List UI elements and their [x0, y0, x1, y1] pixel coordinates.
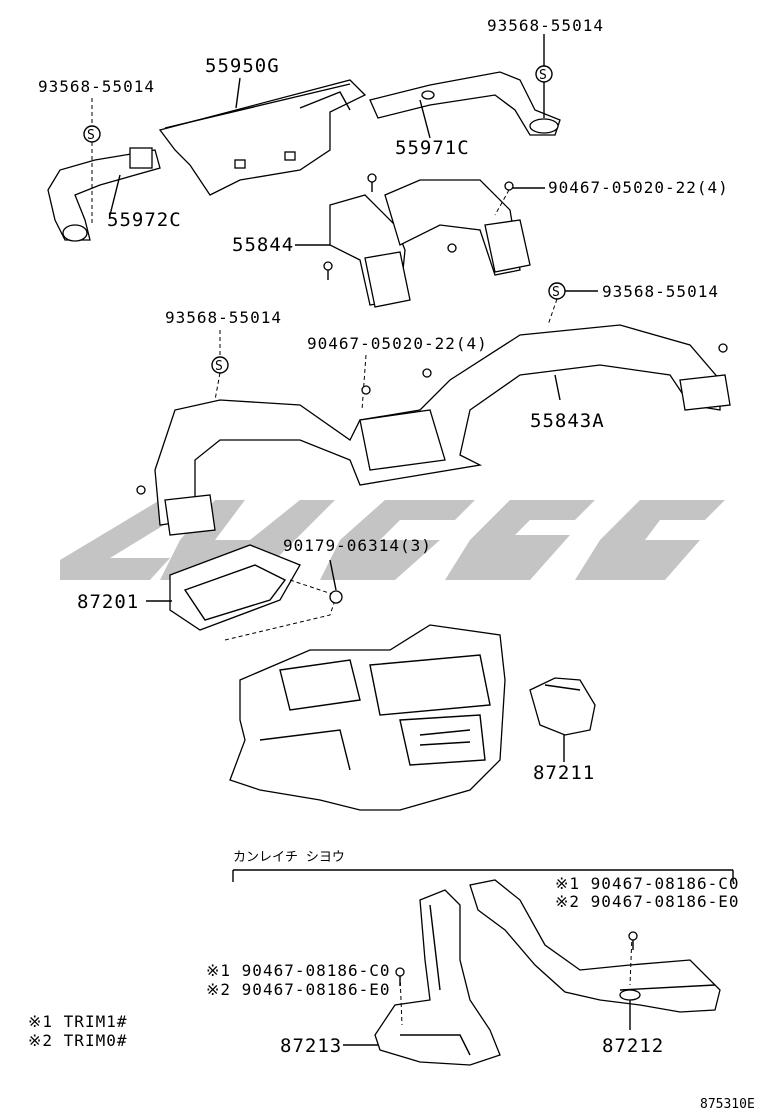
s-symbol-3: S: [552, 285, 560, 300]
label-90467-a: 90467-05020-22(4): [548, 178, 729, 197]
s-symbol-2: S: [87, 128, 95, 143]
label-kanji: カンレイチ シヨウ: [233, 850, 345, 865]
label-90179: 90179-06314(3): [283, 536, 432, 555]
label-55971C: 55971C: [395, 137, 470, 159]
label-93568-top: 93568-55014: [487, 16, 604, 35]
part-87201-drawing: [169, 544, 343, 641]
watermark: [60, 500, 725, 580]
leader-lines: [91, 34, 734, 1046]
s-symbol-4: S: [215, 359, 223, 374]
part-55972C-drawing: [47, 147, 161, 242]
label-55950G: 55950G: [205, 55, 280, 77]
label-55843A: 55843A: [530, 410, 605, 432]
label-93568-mid: 93568-55014: [165, 308, 282, 327]
part-55971C-drawing: [369, 71, 561, 136]
label-55844: 55844: [232, 234, 294, 256]
heater-unit-drawing: [229, 624, 506, 811]
part-55844-drawing: [329, 179, 531, 308]
bolt-icons: [136, 173, 728, 986]
part-87213-drawing: [374, 889, 501, 1066]
part-87212-drawing: [469, 879, 721, 1013]
label-93568-left: 93568-55014: [38, 77, 155, 96]
label-90467-b: 90467-05020-22(4): [307, 334, 488, 353]
label-90467-c0-right: ※1 90467-08186-C0: [555, 874, 740, 893]
label-87213: 87213: [280, 1035, 342, 1057]
figure-code: 875310E: [700, 1097, 755, 1112]
s-symbol-1: S: [539, 68, 547, 83]
label-87211: 87211: [533, 762, 595, 784]
note-trim0: ※2 TRIM0#: [28, 1031, 127, 1050]
label-55972C: 55972C: [107, 209, 182, 231]
label-93568-right: 93568-55014: [602, 282, 719, 301]
label-87212: 87212: [602, 1035, 664, 1057]
note-trim1: ※1 TRIM1#: [28, 1012, 127, 1031]
label-87201: 87201: [77, 591, 139, 613]
label-90467-e0-left: ※2 90467-08186-E0: [206, 980, 391, 999]
label-90467-e0-right: ※2 90467-08186-E0: [555, 892, 740, 911]
part-55950G-drawing: [158, 79, 367, 196]
part-87211-drawing: [529, 677, 596, 736]
label-90467-c0-left: ※1 90467-08186-C0: [206, 961, 391, 980]
part-55843A-drawing: [154, 324, 731, 536]
